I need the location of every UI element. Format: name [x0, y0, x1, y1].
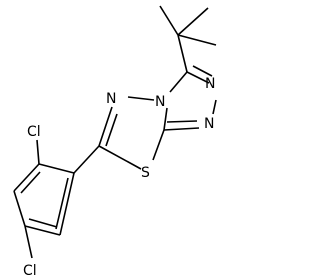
bond — [127, 96, 155, 101]
bond — [166, 120, 198, 123]
bond — [177, 34, 188, 73]
bond — [73, 145, 100, 174]
atom-label-n: N — [205, 76, 215, 92]
bond — [212, 99, 217, 115]
bond — [38, 163, 75, 174]
bond — [186, 71, 210, 84]
bond — [59, 172, 75, 236]
bond — [169, 71, 188, 93]
atom-label-n: N — [106, 91, 116, 107]
atom-label-n: N — [155, 94, 165, 110]
bond — [98, 106, 113, 147]
atom-label-s: S — [141, 165, 150, 181]
bond — [13, 163, 40, 192]
bond — [159, 5, 179, 36]
bond — [163, 107, 168, 131]
bonds — [13, 5, 217, 259]
bond — [13, 190, 26, 227]
bond — [163, 127, 200, 131]
bond — [177, 7, 209, 36]
molecule-drawing: N N N N S Cl Cl — [13, 5, 217, 279]
bond — [24, 225, 33, 259]
bond — [24, 225, 61, 236]
atom-labels: N N N N S Cl Cl — [23, 76, 215, 279]
atom-label-n: N — [204, 116, 214, 132]
bond — [152, 129, 165, 161]
bond — [20, 171, 41, 194]
bond — [105, 113, 118, 147]
structure-diagram: N N N N S Cl Cl — [13, 5, 217, 279]
bond — [55, 177, 69, 230]
atom-label-cl: Cl — [23, 263, 37, 279]
bond — [28, 218, 58, 228]
atom-label-cl: Cl — [27, 124, 41, 140]
bond — [192, 65, 213, 77]
bond — [36, 139, 40, 165]
bond — [98, 145, 142, 170]
bond — [177, 34, 217, 46]
